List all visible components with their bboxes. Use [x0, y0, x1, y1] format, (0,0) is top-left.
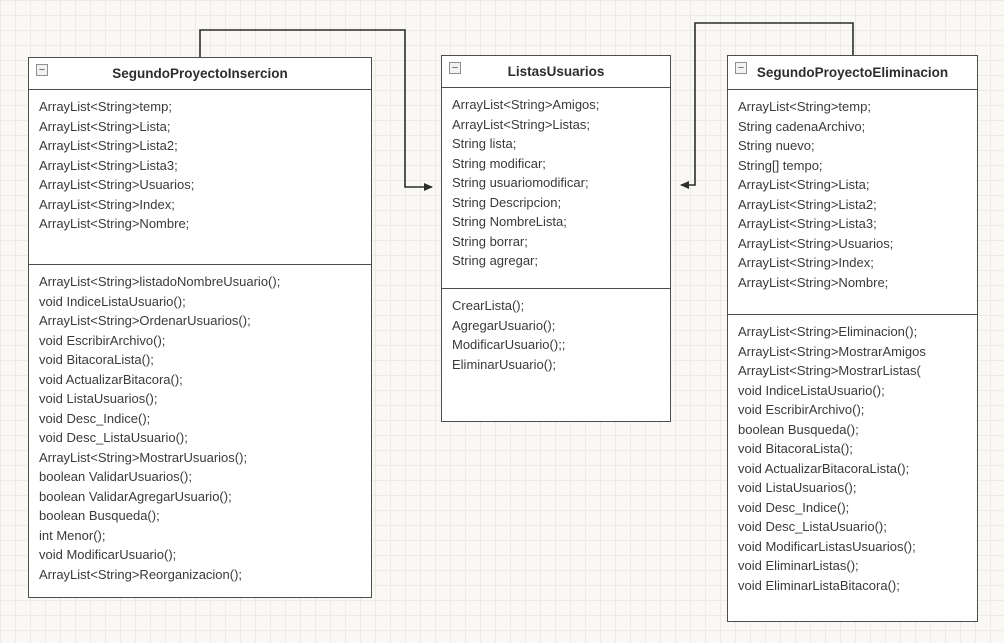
member-line: String usuariomodificar; [452, 175, 589, 190]
member-line: ArrayList<String>Lista; [738, 177, 870, 192]
fields-section: ArrayList<String>temp; String cadenaArchi… [728, 90, 977, 314]
member-line: ArrayList<String>Lista3; [738, 216, 877, 231]
class-box-listas-usuarios[interactable]: − ListasUsuarios ArrayList<String>Amigos… [441, 55, 671, 422]
connector-eliminacion-to-listasusuarios[interactable] [680, 22, 854, 189]
member-line: void EscribirArchivo(); [39, 332, 166, 348]
member-line: boolean ValidarAgregarUsuario(); [39, 488, 232, 504]
member-line: ArrayList<String>Lista2; [738, 196, 877, 212]
member-line: ModificarUsuario();; [452, 337, 566, 352]
member-line: ArrayList<String>OrdenarUsuarios(); [39, 313, 251, 328]
member-line: void BitacoraLista(); [39, 352, 154, 367]
member-line: ArrayList<String>Usuarios; [738, 235, 894, 251]
member-line: ArrayList<String>Amigos; [452, 97, 600, 112]
member-line: String nuevo; [738, 138, 815, 153]
member-line: ArrayList<String>Index; [738, 255, 874, 270]
member-line: void ListaUsuarios(); [738, 480, 857, 495]
member-line: ArrayList<String>MostrarListas( [738, 363, 921, 378]
class-title-bar: − SegundoProyectoInsercion [29, 58, 371, 90]
fields-section: ArrayList<String>Amigos; ArrayList<String… [442, 88, 670, 288]
member-line: void ActualizarBitacoraLista(); [738, 460, 910, 476]
member-line: String agregar; [452, 253, 538, 268]
member-line: ArrayList<String>MostrarUsuarios(); [39, 449, 248, 465]
member-line: boolean ValidarUsuarios(); [39, 469, 192, 484]
member-line: AgregarUsuario(); [452, 317, 556, 333]
member-line: ArrayList<String>Reorganizacion(); [39, 566, 243, 582]
class-title-bar: − SegundoProyectoEliminacion [728, 56, 977, 90]
member-line: ArrayList<String>Nombre; [39, 216, 190, 231]
member-line: String NombreLista; [452, 214, 567, 229]
member-line: void ListaUsuarios(); [39, 391, 158, 406]
member-line: void ActualizarBitacora(); [39, 371, 183, 387]
member-line: void BitacoraLista(); [738, 441, 853, 456]
class-title: SegundoProyectoEliminacion [756, 65, 949, 80]
member-line: ArrayList<String>Nombre; [738, 274, 889, 290]
member-line: ArrayList<String>Usuarios; [39, 177, 195, 192]
member-line: int Menor(); [39, 527, 106, 543]
class-box-segundo-proyecto-insercion[interactable]: − SegundoProyectoInsercion ArrayList<Str… [28, 57, 372, 598]
methods-section: ArrayList<String>Eliminacion(); ArrayList… [728, 314, 977, 623]
collapse-minus-icon[interactable]: − [735, 62, 747, 74]
methods-section: CrearLista(); AgregarUsuario(); ModificarU… [442, 288, 670, 423]
member-line: void Desc_ListaUsuario(); [738, 519, 887, 534]
fields-section: ArrayList<String>temp; ArrayList<String>L… [29, 90, 371, 264]
member-line: boolean Busqueda(); [738, 421, 859, 437]
member-line: void IndiceListaUsuario(); [738, 382, 885, 398]
member-line: ArrayList<String>Lista2; [39, 138, 178, 153]
methods-section: ArrayList<String>listadoNombreUsuario();… [29, 264, 371, 599]
member-line: CrearLista(); [452, 298, 525, 313]
member-line: ArrayList<String>Listas; [452, 116, 591, 132]
member-line: void EscribirArchivo(); [738, 402, 865, 417]
class-title-bar: − ListasUsuarios [442, 56, 670, 88]
member-line: void EliminarListaBitacora(); [738, 577, 900, 593]
member-line: ArrayList<String>Index; [39, 196, 175, 212]
member-line: ArrayList<String>temp; [39, 99, 172, 114]
member-line: ArrayList<String>Lista; [39, 118, 171, 134]
collapse-minus-icon[interactable]: − [449, 62, 461, 74]
member-line: void Desc_Indice(); [39, 410, 151, 426]
member-line: boolean Busqueda(); [39, 508, 160, 523]
class-title: SegundoProyectoInsercion [112, 66, 288, 81]
member-line: EliminarUsuario(); [452, 356, 557, 372]
class-title: ListasUsuarios [507, 64, 605, 79]
member-line: ArrayList<String>listadoNombreUsuario(); [39, 274, 281, 289]
member-line: String borrar; [452, 233, 528, 249]
class-box-segundo-proyecto-eliminacion[interactable]: − SegundoProyectoEliminacion ArrayList<S… [727, 55, 978, 622]
member-line: void Desc_Indice(); [738, 499, 850, 515]
member-line: ArrayList<String>Eliminacion(); [738, 324, 918, 339]
member-line: void ModificarUsuario(); [39, 547, 177, 562]
member-line: String cadenaArchivo; [738, 118, 866, 134]
member-line: void IndiceListaUsuario(); [39, 293, 186, 309]
member-line: ArrayList<String>MostrarAmigos [738, 343, 926, 359]
collapse-minus-icon[interactable]: − [36, 64, 48, 76]
member-line: String[] tempo; [738, 157, 823, 173]
member-line: void EliminarListas(); [738, 558, 859, 573]
member-line: ArrayList<String>temp; [738, 99, 871, 114]
member-line: void Desc_ListaUsuario(); [39, 430, 188, 445]
member-line: String Descripcion; [452, 194, 562, 210]
member-line: void ModificarListasUsuarios(); [738, 538, 916, 554]
member-line: ArrayList<String>Lista3; [39, 157, 178, 173]
member-line: String modificar; [452, 155, 546, 171]
member-line: String lista; [452, 136, 517, 151]
connector-insercion-to-listasusuarios[interactable] [199, 29, 433, 191]
